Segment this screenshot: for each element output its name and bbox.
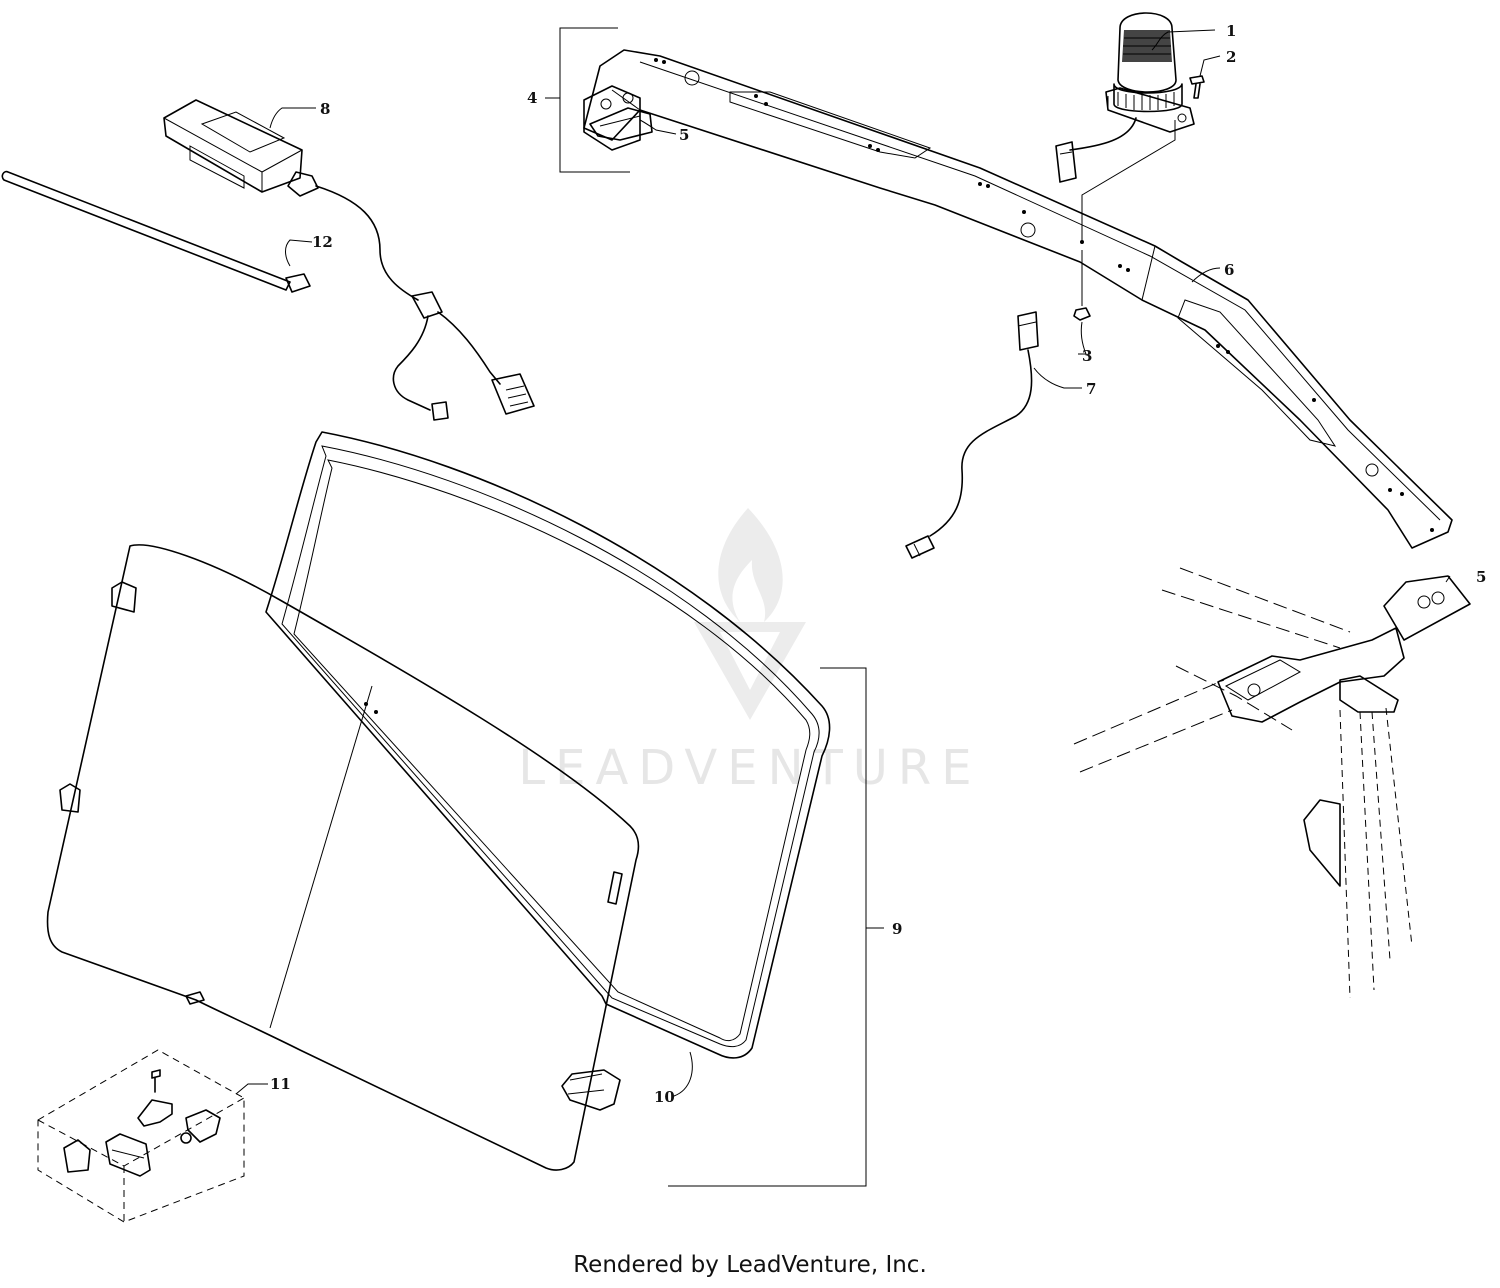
beacon-light — [1055, 12, 1195, 183]
callout-4: 4 — [527, 89, 537, 107]
callout-12: 12 — [312, 233, 333, 251]
hardware-kit-11 — [37, 1049, 245, 1223]
watermark-flame-icon — [718, 508, 783, 622]
cab-frame-context — [1073, 567, 1471, 999]
overhead-crossbar — [583, 49, 1453, 549]
windshield-seal-10 — [265, 431, 831, 1059]
windshield-glass — [46, 544, 640, 1171]
footer-credit: Rendered by LeadVenture, Inc. — [573, 1252, 927, 1278]
callout-11: 11 — [270, 1075, 291, 1093]
callout-3: 3 — [1082, 347, 1092, 365]
callout-1: 1 — [1226, 22, 1236, 40]
bracket-4 — [559, 27, 630, 173]
watermark: LEADVENTURE — [518, 508, 981, 796]
bracket-9 — [668, 667, 867, 1187]
gps-module-8 — [163, 99, 535, 421]
callout-9: 9 — [892, 920, 902, 938]
nut-3 — [1073, 307, 1091, 321]
leader-lines — [235, 29, 1451, 1097]
cable-tie-12 — [1, 170, 311, 293]
watermark-text: LEADVENTURE — [518, 740, 981, 796]
harness-7 — [905, 311, 1039, 559]
watermark-v-icon — [694, 622, 806, 720]
callout-5b: 5 — [1476, 568, 1486, 586]
callout-6: 6 — [1224, 261, 1234, 279]
callout-10: 10 — [654, 1088, 675, 1106]
callout-2: 2 — [1226, 48, 1236, 66]
callout-labels: 1 2 3 4 5 5 6 7 8 9 10 11 12 — [270, 22, 1486, 1106]
callout-7: 7 — [1086, 380, 1096, 398]
screw-2 — [1189, 75, 1205, 99]
callout-5a: 5 — [679, 126, 689, 144]
callout-8: 8 — [320, 100, 330, 118]
